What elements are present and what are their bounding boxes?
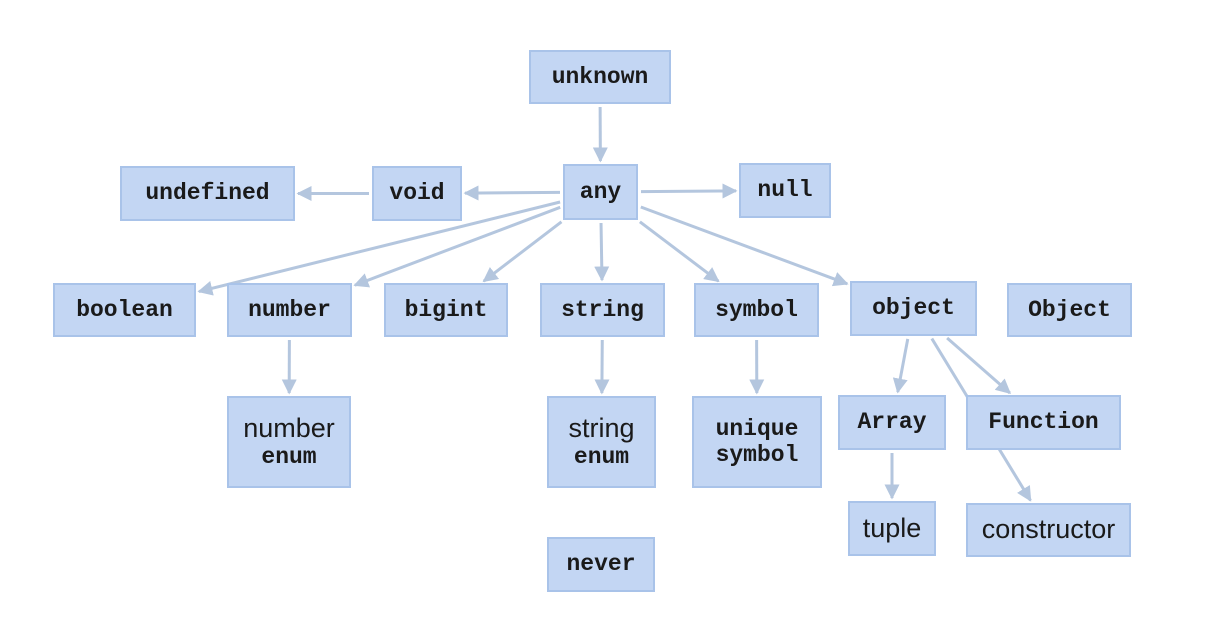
node-label: enum — [261, 444, 317, 471]
node-number: number — [227, 283, 352, 337]
node-label: Function — [988, 409, 1099, 436]
node-void: void — [372, 166, 462, 221]
node-label: constructor — [981, 514, 1116, 545]
node-label: Object — [1028, 296, 1111, 323]
node-label: number — [243, 413, 335, 444]
node-label: void — [389, 180, 445, 207]
edge-any-to-bigint — [482, 220, 563, 283]
node-never: never — [547, 537, 655, 592]
node-string: string — [540, 283, 665, 337]
edge-any-to-void — [463, 185, 561, 201]
node-null: null — [739, 163, 831, 218]
edge-any-to-string — [594, 222, 610, 282]
node-label: tuple — [862, 512, 922, 543]
node-any: any — [563, 164, 638, 220]
edge-any-to-symbol — [639, 220, 720, 283]
node-Function: Function — [966, 395, 1121, 450]
node-Array: Array — [838, 395, 946, 450]
node-label: enum — [573, 444, 630, 471]
node-constructor: constructor — [966, 503, 1131, 557]
edge-any-to-number — [353, 205, 561, 288]
node-label: string — [568, 413, 635, 444]
node-bigint: bigint — [384, 283, 508, 337]
edge-any-to-null — [640, 183, 738, 199]
edge-object-to-Function — [946, 336, 1012, 395]
node-label: Array — [857, 409, 927, 436]
node-boolean: boolean — [53, 283, 196, 337]
node-unknown: unknown — [529, 50, 671, 104]
node-label: symbol — [715, 442, 799, 468]
node-label: symbol — [715, 296, 798, 323]
node-undefined: undefined — [120, 166, 295, 221]
node-label: boolean — [76, 296, 173, 323]
node-label: never — [566, 551, 636, 578]
node-label: null — [757, 177, 813, 204]
edge-any-to-boolean — [197, 200, 561, 296]
edge-any-to-object — [640, 205, 849, 287]
node-label: unknown — [551, 63, 649, 90]
node-label: string — [561, 296, 644, 323]
edge-object-to-Array — [892, 338, 910, 394]
node-label: object — [872, 295, 955, 322]
node-symbol: symbol — [694, 283, 819, 337]
node-object: object — [850, 281, 977, 336]
node-label: undefined — [145, 180, 270, 207]
node-label: unique — [715, 415, 799, 442]
node-label: bigint — [404, 296, 488, 323]
node-label: number — [248, 296, 331, 323]
node-label: any — [579, 178, 622, 205]
node-Object-class: Object — [1007, 283, 1132, 337]
node-tuple: tuple — [848, 501, 936, 556]
